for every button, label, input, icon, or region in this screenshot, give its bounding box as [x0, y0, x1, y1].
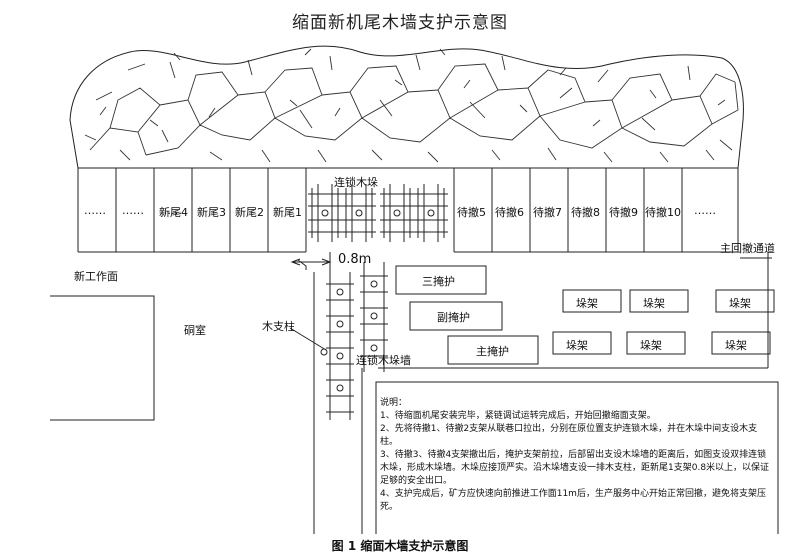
label-duojia-5: 垛架 [640, 339, 662, 352]
support-label-2: …… [122, 204, 144, 217]
note-item-3: 3、待撤3、待撤4支架撤出后，掩护支架前拉，后部留出支设木垛墙的距离后，如图支设… [380, 450, 770, 486]
support-label-daiche6: 待撤6 [495, 206, 524, 219]
label-lianjiao-top: 连锁木垛 [334, 176, 378, 189]
support-label-daiche5: 待撤5 [457, 206, 486, 219]
support-label-ellipsis-right: …… [694, 204, 716, 217]
rubble-pattern [84, 48, 739, 163]
crib-group-top [308, 184, 448, 242]
label-wood-wall: 连锁木垛墙 [356, 354, 411, 367]
support-label-xinwei2: 新尾2 [235, 206, 264, 219]
support-label-daiche7: 待撤7 [533, 206, 562, 219]
label-wood-pillar: 木支柱 [262, 320, 295, 333]
note-item-1: 1、待缩面机尾安装完毕，紧链调试运转完成后，开始回撤缩面支架。 [380, 411, 656, 421]
support-label-daiche9: 待撤9 [609, 206, 638, 219]
support-label-xinwei4: 新尾4 [159, 206, 188, 219]
label-san-yanhu: 三掩护 [422, 275, 455, 288]
label-duojia-6: 垛架 [725, 339, 747, 352]
label-duojia-1: 垛架 [576, 297, 598, 310]
support-label-daiche10: 待撤10 [645, 206, 681, 219]
left-roadway-boundary [50, 295, 155, 421]
crib-wall [320, 262, 388, 420]
label-duojia-4: 垛架 [566, 339, 588, 352]
label-main-channel: 主回撤通道 [720, 242, 775, 255]
fu-yanhu-box [409, 301, 503, 331]
zhu-yanhu-box [447, 335, 539, 365]
san-yanhu-box [395, 265, 487, 295]
note-item-4: 4、支护完成后，矿方应快速向前推进工作面11m后，生产服务中心开始正常回撤，避免… [380, 489, 766, 512]
goaf-rock-outline [69, 45, 744, 169]
support-label-xinwei3: 新尾3 [197, 206, 226, 219]
support-label-daiche8: 待撤8 [571, 206, 600, 219]
label-fu-yanhu: 副掩护 [437, 311, 470, 324]
note-item-2: 2、先将待撤1、待撤2支架从联巷口拉出，分别在原位置支护连锁木垛，并在木垛中间支… [380, 424, 758, 447]
support-label-1: …… [84, 204, 106, 217]
label-zhu-yanhu: 主掩护 [476, 345, 509, 358]
notes-heading: 说明： [380, 398, 408, 408]
support-label-3: …… [160, 204, 182, 217]
label-distance: 0.8m [338, 252, 372, 267]
diagram-title: 缩面新机尾木墙支护示意图 [292, 13, 508, 33]
label-chamber: 硐室 [184, 324, 206, 337]
figure-caption: 图 1 缩面木墙支护示意图 [331, 539, 469, 553]
label-duojia-2: 垛架 [643, 297, 665, 310]
label-new-face: 新工作面 [74, 270, 118, 283]
notes-panel: 说明： 1、待缩面机尾安装完毕，紧链调试运转完成后，开始回撤缩面支架。 2、先将… [380, 397, 775, 514]
support-label-xinwei1: 新尾1 [273, 206, 302, 219]
label-duojia-3: 垛架 [729, 297, 751, 310]
